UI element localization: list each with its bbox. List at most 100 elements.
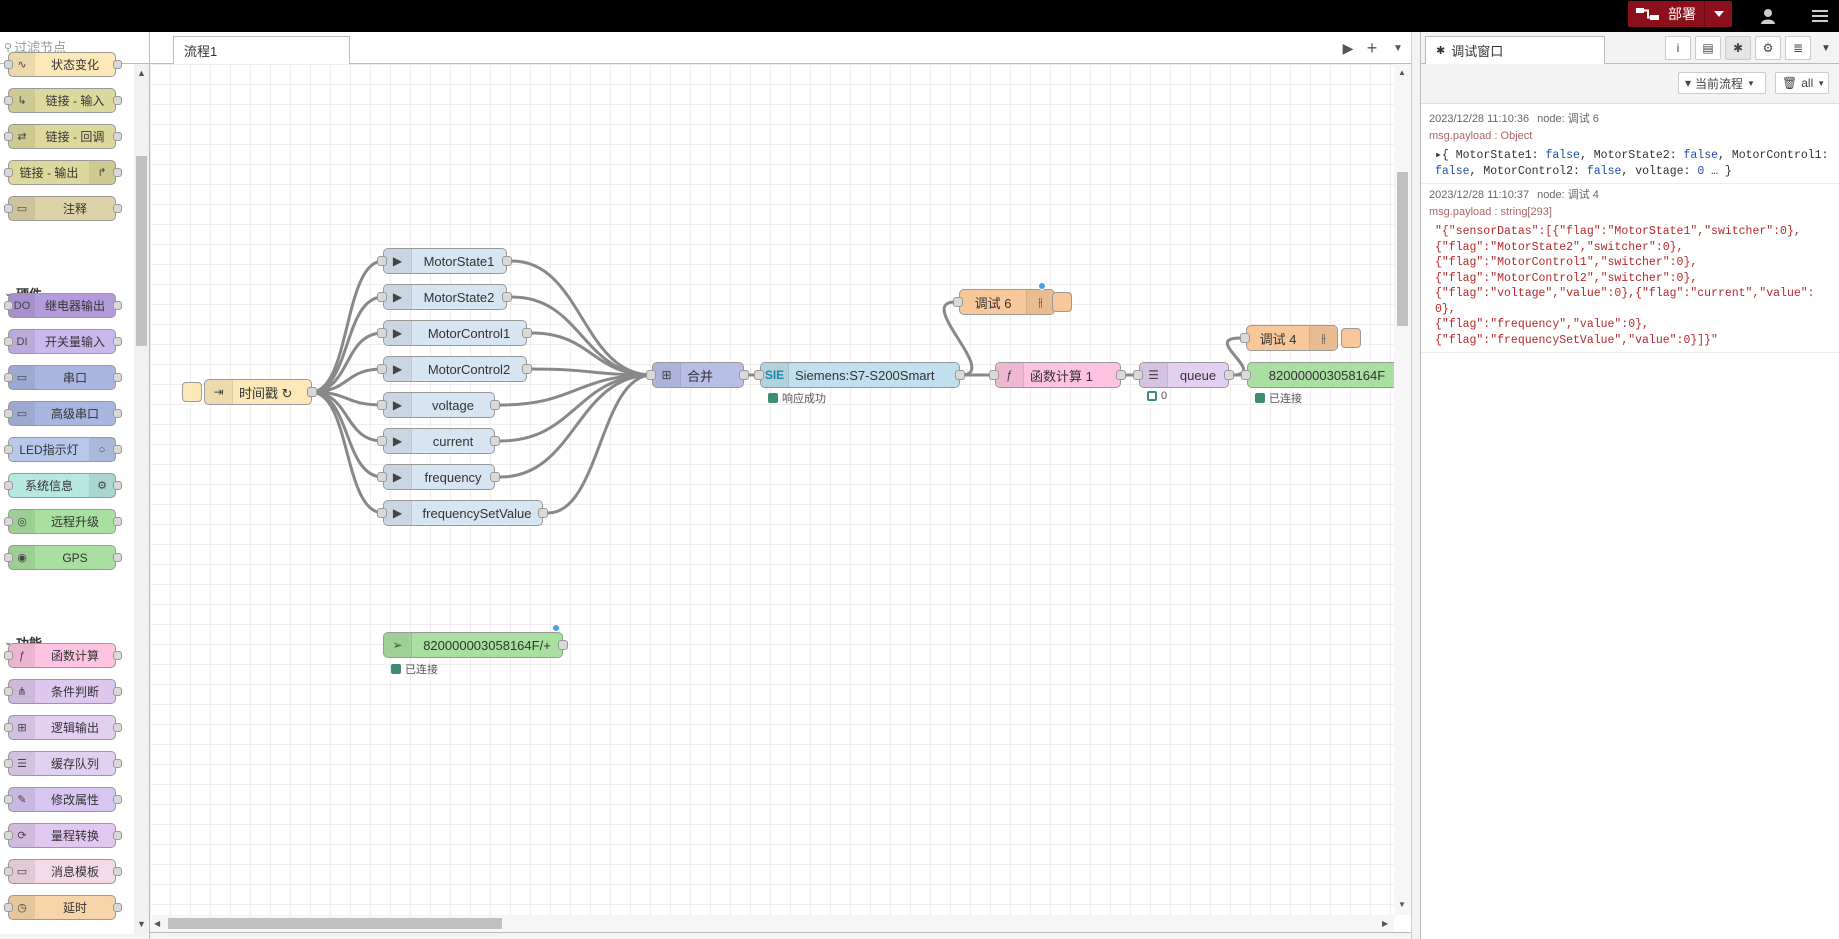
database-icon[interactable]: ≣ <box>1785 36 1811 60</box>
port-input[interactable] <box>646 370 656 380</box>
sidebar-separator[interactable] <box>1411 32 1420 939</box>
node-mqtt-out[interactable]: 820000003058164F <box>1247 362 1394 388</box>
port-input[interactable] <box>989 370 999 380</box>
node-topic-5[interactable]: ▶current <box>383 428 495 454</box>
node-topic-4[interactable]: ▶voltage <box>383 392 495 418</box>
menu-icon[interactable] <box>1800 0 1839 32</box>
palette-scroll-thumb[interactable] <box>136 156 147 346</box>
port-output[interactable] <box>502 292 512 302</box>
node-inject-timestamp[interactable]: ⇥时间戳 ↻ <box>204 379 312 405</box>
message-payload[interactable]: ▸{ MotorState1: false, MotorState2: fals… <box>1435 149 1829 178</box>
port-output[interactable] <box>1224 370 1234 380</box>
port-input[interactable] <box>953 297 963 307</box>
node-join[interactable]: ⊞合并 <box>652 362 744 388</box>
port-input[interactable] <box>377 328 387 338</box>
node-debug-4[interactable]: 调试 4⫲ <box>1246 325 1338 351</box>
workspace-hscroll-thumb[interactable] <box>168 918 502 929</box>
palette-node-fn-4[interactable]: ✎修改属性 <box>4 787 122 812</box>
wire[interactable] <box>499 373 653 479</box>
tab-list-dropdown-icon[interactable]: ▼ <box>1393 42 1403 54</box>
scroll-down-icon[interactable]: ▼ <box>1398 900 1406 909</box>
palette-node-top-4[interactable]: ▭注释 <box>4 196 122 221</box>
palette-node-hw-3[interactable]: ▭高级串口 <box>4 401 122 426</box>
port-output[interactable] <box>558 640 568 650</box>
workspace-vertical-scrollbar[interactable]: ▲ ▼ <box>1394 64 1411 915</box>
port-output[interactable] <box>307 387 317 397</box>
port-input[interactable] <box>1241 370 1251 380</box>
tab-debug[interactable]: ✱ 调试窗口 <box>1425 36 1605 65</box>
palette-node-fn-6[interactable]: ▭消息模板 <box>4 859 122 884</box>
wire[interactable] <box>942 300 974 377</box>
port-input[interactable] <box>754 370 764 380</box>
workspace-vscroll-thumb[interactable] <box>1397 172 1408 326</box>
palette-node-fn-3[interactable]: ☰缓存队列 <box>4 751 122 776</box>
port-input[interactable] <box>377 364 387 374</box>
port-input[interactable] <box>377 436 387 446</box>
scroll-up-icon[interactable]: ▲ <box>1398 68 1406 77</box>
palette-search-input[interactable] <box>14 40 135 55</box>
gear-icon[interactable]: ⚙ <box>1755 36 1781 60</box>
palette-scrollbar[interactable]: ▲ ▼ <box>134 64 149 934</box>
node-topic-0[interactable]: ▶MotorState1 <box>383 248 507 274</box>
deploy-dropdown-icon[interactable] <box>1704 1 1732 27</box>
palette-node-hw-6[interactable]: ◎远程升级 <box>4 509 122 534</box>
palette-node-top-1[interactable]: ↳链接 - 输入 <box>4 88 122 113</box>
workspace-canvas[interactable]: ⇥时间戳 ↻ ▶MotorState1 ▶MotorState2 ▶MotorCont… <box>150 64 1394 915</box>
filter-all-button[interactable]: 🗑 all ▼ <box>1775 72 1829 94</box>
scroll-left-icon[interactable]: ◀ <box>154 919 161 928</box>
palette-node-hw-4[interactable]: LED指示灯○ <box>4 437 122 462</box>
debug-6-toggle-button[interactable] <box>1052 292 1072 312</box>
node-topic-7[interactable]: ▶frequencySetValue <box>383 500 543 526</box>
node-debug-6[interactable]: 调试 6⫲ <box>959 289 1055 315</box>
palette-node-top-3[interactable]: 链接 - 输出↱ <box>4 160 122 185</box>
node-topic-6[interactable]: ▶frequency <box>383 464 495 490</box>
book-icon[interactable]: ▤ <box>1695 36 1721 60</box>
palette-node-fn-5[interactable]: ⟳量程转换 <box>4 823 122 848</box>
port-input[interactable] <box>1133 370 1143 380</box>
node-topic-2[interactable]: ▶MotorControl1 <box>383 320 527 346</box>
wire[interactable] <box>310 390 384 515</box>
port-input[interactable] <box>377 256 387 266</box>
palette-node-fn-7[interactable]: ◷延时 <box>4 895 122 920</box>
wire[interactable] <box>310 259 384 394</box>
scroll-down-icon[interactable]: ▼ <box>137 919 146 929</box>
message-node-link[interactable]: node: 调试 4 <box>1537 189 1599 201</box>
port-output[interactable] <box>490 436 500 446</box>
workspace-horizontal-scrollbar[interactable]: ◀ ▶ <box>150 915 1394 932</box>
port-input[interactable] <box>377 292 387 302</box>
node-topic-1[interactable]: ▶MotorState2 <box>383 284 507 310</box>
wire[interactable] <box>511 259 653 377</box>
wire[interactable] <box>511 295 653 377</box>
palette-node-hw-2[interactable]: ▭串口 <box>4 365 122 390</box>
add-tab-icon[interactable]: + <box>1366 37 1378 58</box>
port-output[interactable] <box>490 472 500 482</box>
message-node-link[interactable]: node: 调试 6 <box>1537 113 1599 125</box>
port-input[interactable] <box>1240 333 1250 343</box>
port-input[interactable] <box>377 400 387 410</box>
port-input[interactable] <box>377 472 387 482</box>
port-input[interactable] <box>377 508 387 518</box>
play-icon[interactable]: ▶ <box>1342 39 1354 56</box>
palette-node-top-0[interactable]: ∿状态变化 <box>4 52 122 77</box>
info-icon[interactable]: i <box>1665 36 1691 60</box>
port-output[interactable] <box>490 400 500 410</box>
wire[interactable] <box>310 295 384 394</box>
port-output[interactable] <box>955 370 965 380</box>
message-payload[interactable]: "{"sensorDatas":[{"flag":"MotorState1","… <box>1435 225 1815 347</box>
node-topic-3[interactable]: ▶MotorControl2 <box>383 356 527 382</box>
port-output[interactable] <box>502 256 512 266</box>
inject-trigger-button[interactable] <box>182 382 202 402</box>
wire[interactable] <box>1225 336 1246 377</box>
palette-node-fn-2[interactable]: ⊞逻辑输出 <box>4 715 122 740</box>
node-queue[interactable]: ☰queue <box>1139 362 1229 388</box>
debug-4-toggle-button[interactable] <box>1341 328 1361 348</box>
tab-flow1[interactable]: 流程1 <box>173 36 350 65</box>
palette-node-hw-7[interactable]: ◉GPS <box>4 545 122 570</box>
node-mqtt-out-2[interactable]: ➢820000003058164F/+ <box>383 632 563 658</box>
